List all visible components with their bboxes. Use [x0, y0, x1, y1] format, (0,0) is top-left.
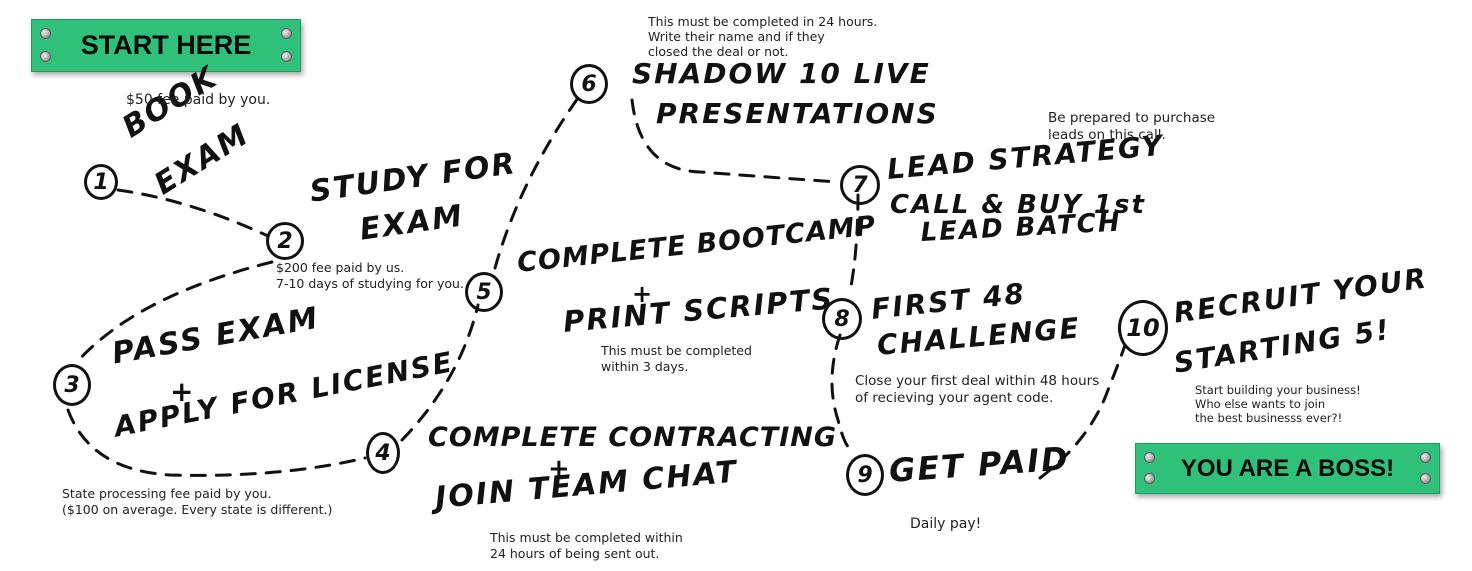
step-9-number: 9 — [846, 454, 884, 496]
screw-icon — [281, 51, 292, 62]
step-3-title-line2: + — [170, 375, 196, 408]
path-6-to-7 — [630, 98, 840, 184]
step-4-number: 4 — [366, 432, 400, 474]
step-3-note-line2: ($100 on average. Every state is differe… — [62, 502, 333, 517]
step-4-title-line1: COMPLETE CONTRACTING — [428, 422, 838, 453]
step-4-note-line1: This must be completed within — [490, 530, 683, 545]
you-are-a-boss-sign: YOU ARE A BOSS! — [1135, 443, 1440, 494]
step-2-note-line1: $200 fee paid by us. — [276, 260, 405, 275]
step-3-number: 3 — [53, 364, 91, 406]
step-1-number: 1 — [84, 164, 118, 200]
screw-icon — [1420, 452, 1431, 463]
path-4-to-5 — [400, 303, 480, 442]
path-9-to-10 — [1038, 343, 1127, 480]
step-4-note-line2: 24 hours of being sent out. — [490, 546, 660, 561]
step-6-title-line2: PRESENTATIONS — [656, 97, 939, 130]
step-9-note: Daily pay! — [910, 516, 982, 532]
start-sign-label: START HERE — [80, 30, 252, 60]
step-6-title-line1: SHADOW 10 LIVE — [632, 57, 931, 90]
step-2-note-line2: 7-10 days of studying for you. — [276, 276, 464, 291]
step-5-note-line1: This must be completed — [601, 343, 752, 358]
step-10-note-line1: Start building your business! — [1195, 383, 1361, 397]
step-8-note-line2: of recieving your agent code. — [855, 390, 1054, 406]
step-5-note-line2: within 3 days. — [601, 359, 689, 374]
step-3-note-line1: State processing fee paid by you. — [62, 486, 272, 501]
screw-icon — [1420, 473, 1431, 484]
screw-icon — [1144, 473, 1155, 484]
step-7-note-line1: Be prepared to purchase — [1048, 110, 1216, 126]
start-here-sign: START HERE — [31, 19, 301, 72]
step-7-number: 7 — [840, 165, 880, 205]
path-3-to-4 — [66, 408, 367, 477]
step-2-number: 2 — [266, 222, 304, 260]
end-sign-label: YOU ARE A BOSS! — [1180, 454, 1395, 482]
step-5-title-line2: + — [632, 280, 655, 308]
screw-icon — [40, 51, 51, 62]
screw-icon — [1144, 452, 1155, 463]
step-7-note-line2: leads on this call. — [1048, 127, 1166, 143]
step-6-note-line1: This must be completed in 24 hours. — [648, 14, 878, 29]
path-2-to-3 — [76, 260, 274, 364]
screw-icon — [40, 28, 51, 39]
step-7-title-line2: CALL & BUY 1st — [890, 190, 1146, 220]
step-5-number: 5 — [465, 272, 503, 312]
step-4-title-line2: + — [548, 454, 572, 484]
step-10-note-line2: Who else wants to join — [1195, 397, 1326, 411]
screw-icon — [281, 28, 292, 39]
step-10-note-line3: the best businesss ever?! — [1195, 411, 1343, 425]
path-1-to-2 — [116, 188, 270, 238]
path-8-to-9 — [830, 333, 854, 452]
step-6-note-line3: closed the deal or not. — [648, 44, 789, 59]
step-8-number: 8 — [822, 298, 862, 340]
step-6-number: 6 — [570, 64, 608, 104]
step-10-number: 10 — [1118, 300, 1168, 356]
step-8-note-line1: Close your first deal within 48 hours — [855, 373, 1100, 389]
step-6-note-line2: Write their name and if they — [648, 29, 825, 44]
path-7-to-8 — [848, 193, 860, 294]
step-1-note: $50 fee paid by you. — [126, 92, 271, 108]
